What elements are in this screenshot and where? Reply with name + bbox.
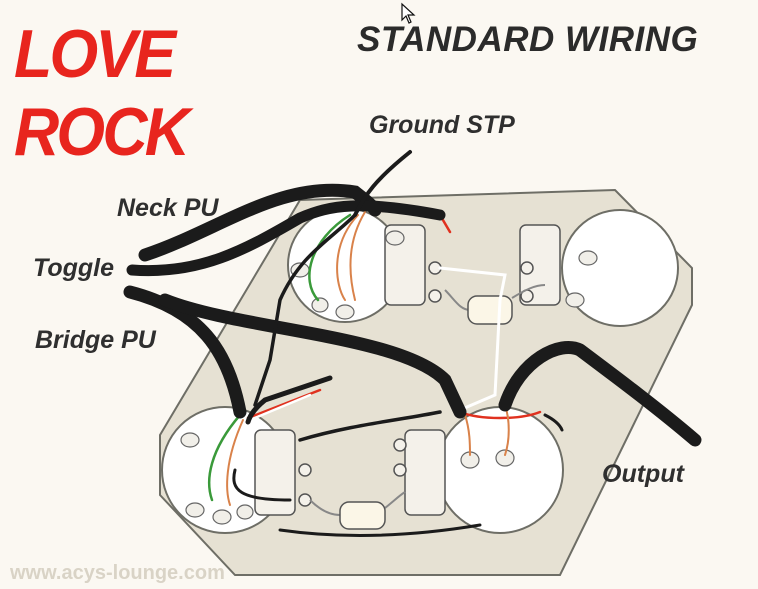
logo-line-rock: ROCK xyxy=(14,94,190,170)
thick-cables xyxy=(123,150,702,537)
solder-joints xyxy=(180,230,598,525)
pot-bridge-tone xyxy=(436,406,564,534)
bridge-pu-cable xyxy=(123,285,247,419)
toggle-to-bridge-tone xyxy=(158,293,467,419)
pot-neck-tone xyxy=(561,209,679,327)
capacitor-icon xyxy=(309,491,406,530)
output-cable xyxy=(498,341,702,447)
thin-wires xyxy=(208,208,542,506)
watermark-url: www.acys-lounge.com xyxy=(10,562,225,584)
mouse-cursor-icon xyxy=(401,2,416,24)
pot-lugs xyxy=(254,224,561,516)
toggle-cable xyxy=(126,200,446,277)
label-neck-pu: Neck PU xyxy=(117,194,219,222)
diagram-title: STANDARD WIRING xyxy=(357,20,699,59)
ground-stp-cable xyxy=(353,150,412,217)
label-bridge-pu: Bridge PU xyxy=(35,326,156,354)
label-output: Output xyxy=(602,460,684,488)
logo-line-love: LOVE xyxy=(14,16,176,92)
label-toggle: Toggle xyxy=(33,254,115,282)
label-ground-stp: Ground STP xyxy=(369,111,515,139)
